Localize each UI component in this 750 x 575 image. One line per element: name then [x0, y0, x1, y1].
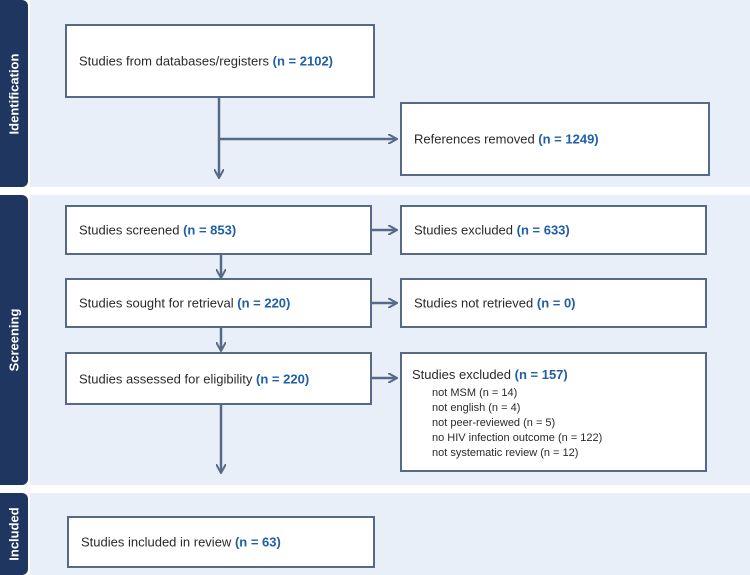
removed-count: (n = 1249) — [538, 131, 599, 147]
sought-label: Studies sought for retrieval — [79, 295, 234, 311]
removed-label: References removed — [414, 131, 535, 147]
included-box: Studies included in review (n = 63) — [67, 516, 375, 568]
removed-box: References removed (n = 1249) — [400, 102, 710, 176]
exclusion-reason: not peer-reviewed (n = 5) — [432, 417, 556, 429]
assessed-count: (n = 220) — [256, 371, 310, 386]
not-retrieved-label: Studies not retrieved — [414, 295, 534, 311]
screened-box: Studies screened (n = 853) — [65, 205, 372, 255]
excluded-screen-count: (n = 633) — [516, 222, 570, 238]
exclusion-reason: not MSM (n = 14) — [432, 387, 518, 399]
assessed-label: Studies assessed for eligibility — [79, 371, 253, 386]
excluded-screen-label: Studies excluded — [414, 222, 514, 238]
databases-box: Studies from databases/registers (n = 21… — [65, 24, 375, 98]
exclusion-reason: not systematic review (n = 12) — [432, 447, 579, 459]
not-retrieved-box: Studies not retrieved (n = 0) — [400, 278, 707, 328]
screened-label: Studies screened — [79, 222, 180, 238]
sought-box: Studies sought for retrieval (n = 220) — [65, 278, 372, 328]
excluded-eligibility-box: Studies excluded (n = 157) not MSM (n = … — [400, 352, 707, 472]
included-stage-label: Included — [0, 493, 28, 575]
assessed-box: Studies assessed for eligibility (n = 22… — [65, 352, 372, 405]
exclusion-reason: no HIV infection outcome (n = 122) — [432, 432, 603, 444]
databases-count: (n = 2102) — [272, 53, 334, 69]
identification-stage-label: Identification — [0, 0, 28, 187]
included-count: (n = 63) — [234, 534, 281, 550]
excluded-eligibility-label: Studies excluded — [412, 367, 512, 382]
screening-stage-label: Screening — [0, 195, 28, 485]
excluded-eligibility-count: (n = 157) — [514, 367, 568, 382]
exclusion-reason: not english (n = 4) — [432, 402, 521, 414]
not-retrieved-count: (n = 0) — [536, 295, 576, 311]
sought-count: (n = 220) — [237, 295, 291, 311]
included-label: Studies included in review — [81, 534, 232, 550]
excluded-screen-box: Studies excluded (n = 633) — [400, 205, 707, 255]
exclusion-reasons-list: not MSM (n = 14) not english (n = 4) not… — [432, 386, 602, 461]
databases-label: Studies from databases/registers — [79, 53, 270, 69]
screened-count: (n = 853) — [183, 222, 237, 238]
